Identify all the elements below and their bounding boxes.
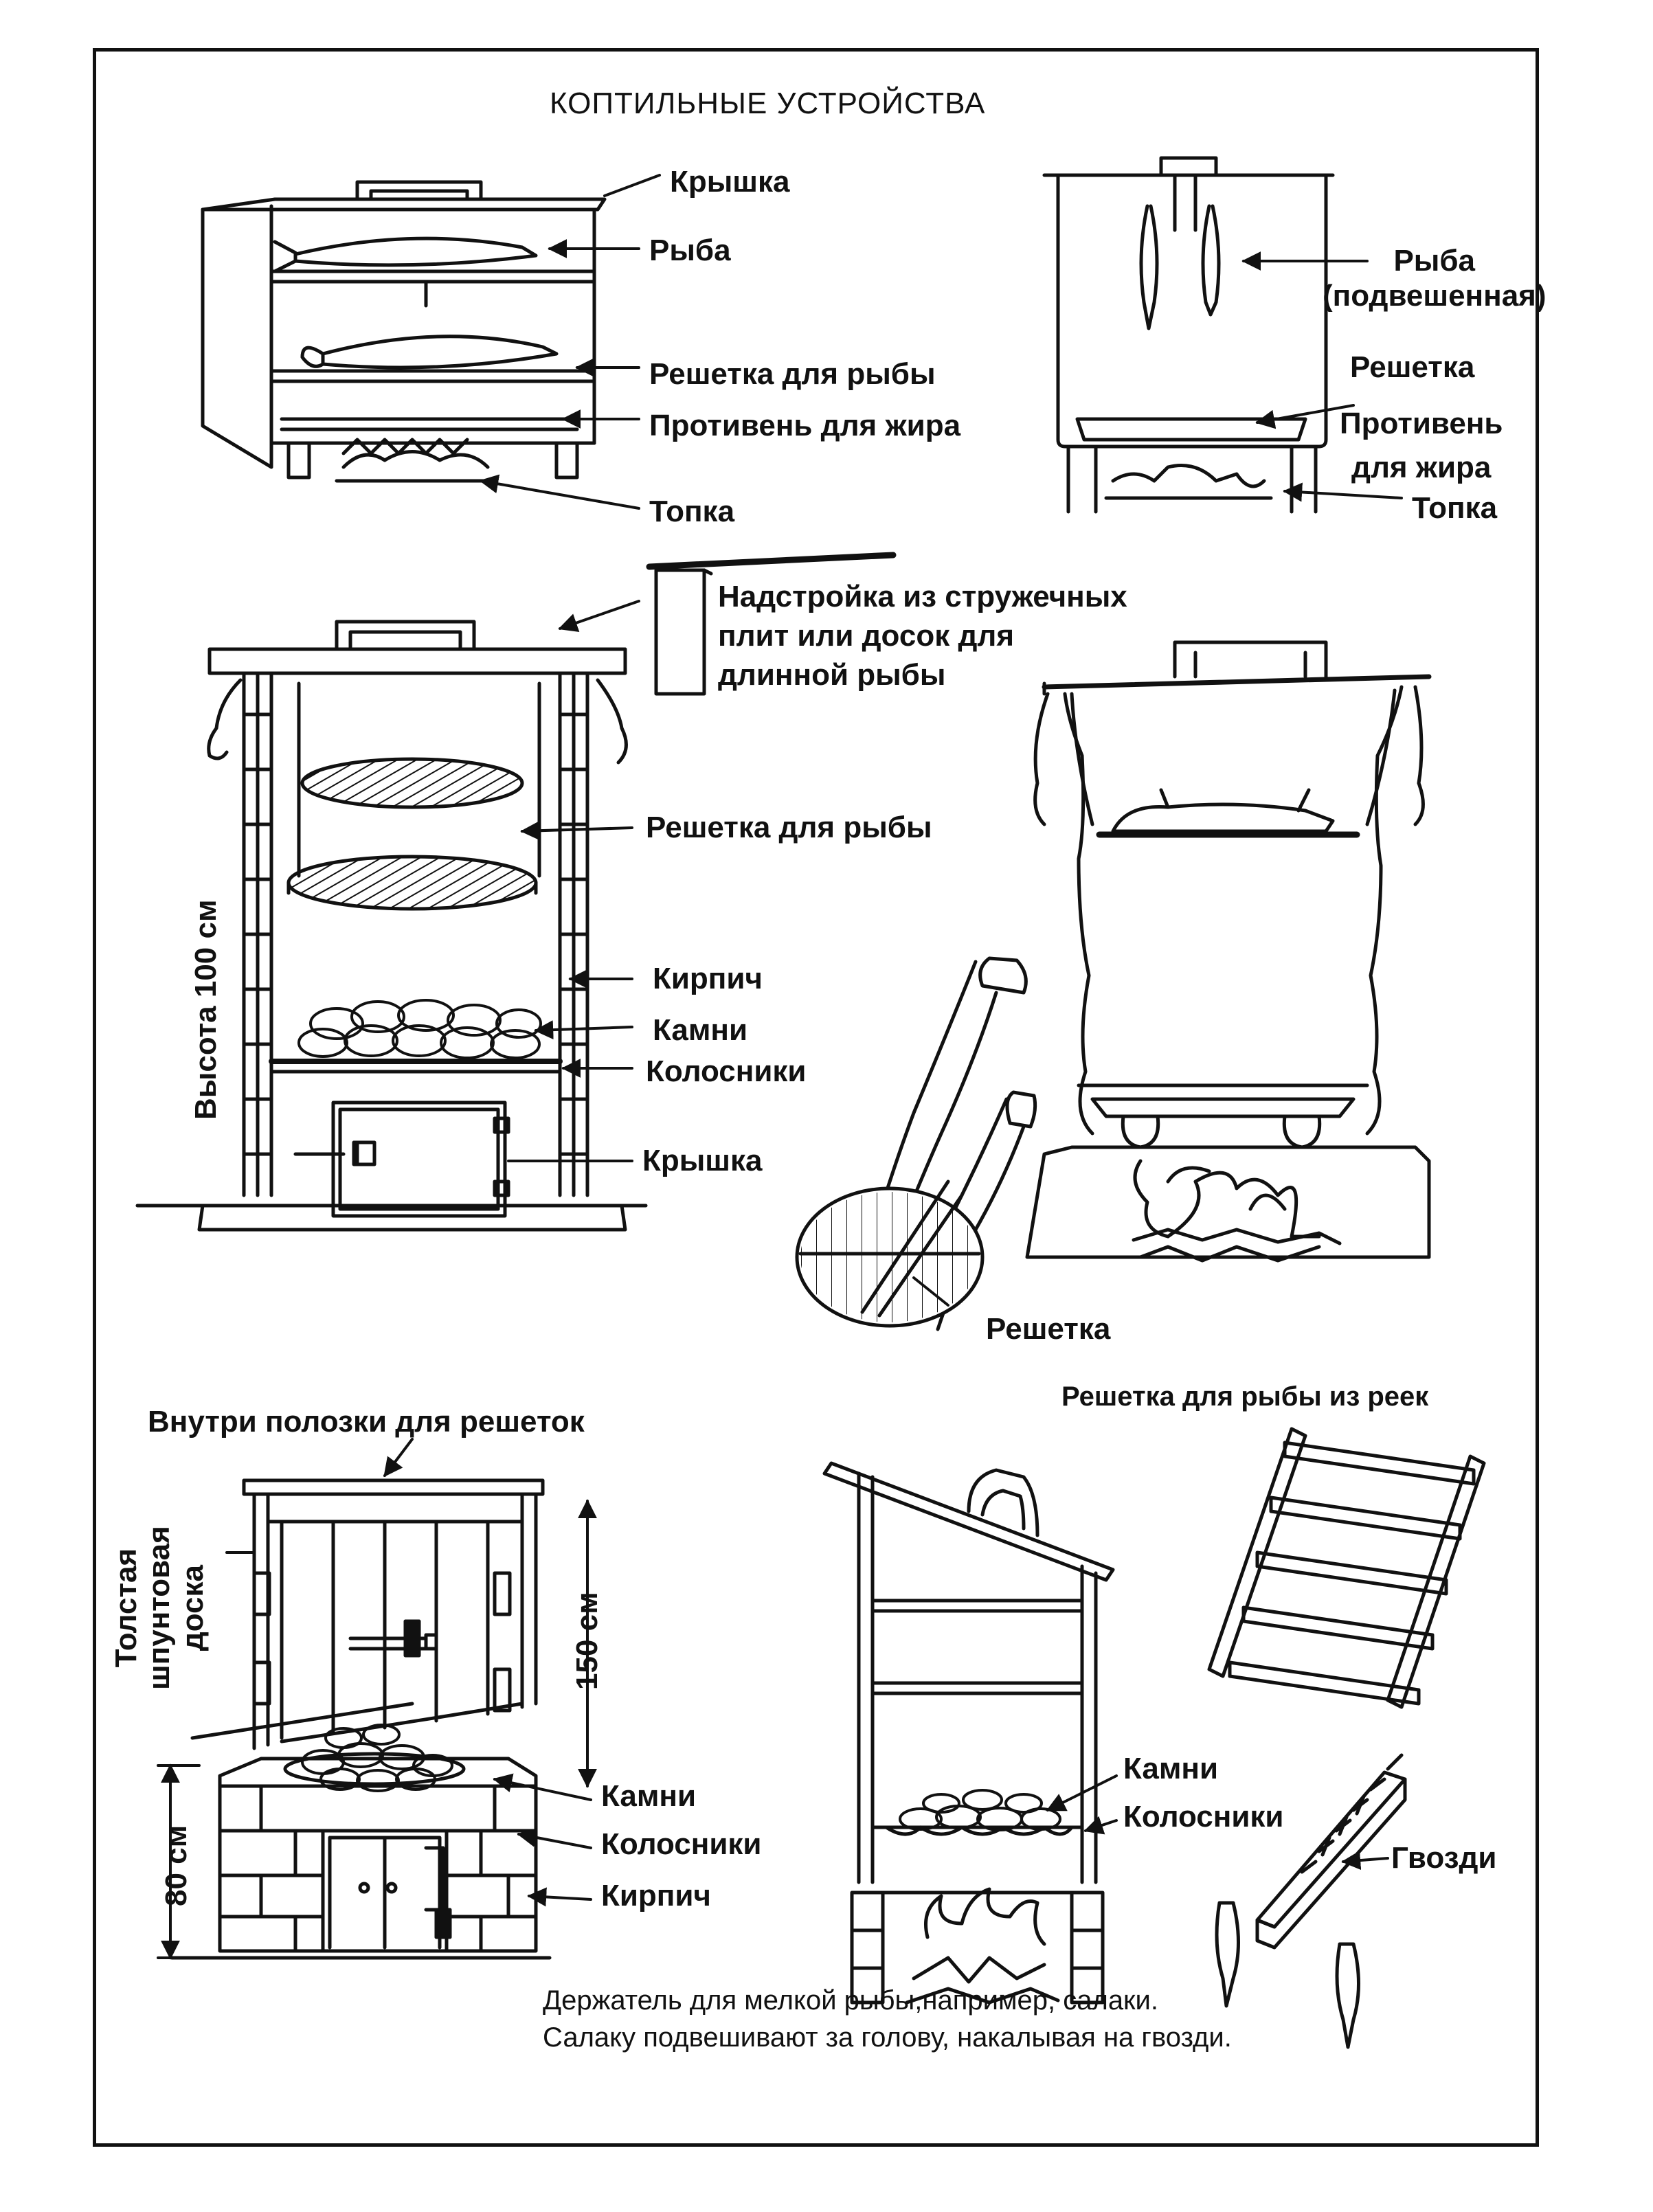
label-slat-rack: Решетка для рыбы из реек (1061, 1381, 1429, 1412)
label-stones-6: Камни (1123, 1752, 1219, 1785)
fish-holder-caption: Держатель для мелкой рыбы,например, сала… (543, 1985, 1232, 2053)
label-extension-text: Надстройка из стружечных плит или досок … (718, 580, 1127, 692)
label-nails: Гвозди (1391, 1841, 1497, 1875)
label-inside-strips: Внутри полозки для решеток (148, 1405, 585, 1438)
slat-rack-drawing (1207, 1427, 1486, 1709)
label-fish-1: Рыба (649, 234, 731, 267)
nail-fish-holder-drawing (1215, 1753, 1407, 2049)
label-lid-3: Крышка (642, 1144, 763, 1177)
label-firebox-2: Топка (1412, 491, 1498, 525)
label-height-80: 80 см (159, 1825, 193, 1906)
figure-title: КОПТИЛЬНЫЕ УСТРОЙСТВА (550, 87, 986, 120)
lean-to-smokehouse-drawing (822, 1461, 1115, 2005)
label-grease-pan-2-text: Противень для жира (1340, 407, 1503, 484)
label-height-100: Высота 100 см (189, 899, 223, 1120)
label-thick-board-text: Толстая шпунтовая доска (109, 1526, 210, 1690)
label-grate-3: Колосники (646, 1054, 807, 1088)
label-brick-3: Кирпич (653, 962, 763, 995)
label-fish-hanging-text: Рыба (подвешенная) (1323, 244, 1547, 313)
label-thick-board: Толстая шпунтовая доска (109, 1526, 210, 1690)
label-fish-rack-1: Решетка для рыбы (649, 357, 936, 391)
label-rack-4: Решетка (986, 1312, 1111, 1346)
wooden-smokehouse-drawing (157, 1478, 597, 1960)
label-fish-rack-3: Решетка для рыбы (646, 811, 932, 844)
cabinet-smoker-drawing (201, 180, 607, 483)
label-brick-5: Кирпич (601, 1879, 711, 1912)
figure-frame (93, 48, 1539, 2147)
label-fish-hanging: Рыба (подвешенная) (1323, 244, 1547, 313)
label-grease-pan-2: Противень для жира (1340, 402, 1503, 490)
bucket-smoker-drawing (1042, 156, 1335, 514)
label-firebox-1: Топка (649, 495, 735, 528)
label-grate-6: Колосники (1123, 1800, 1284, 1833)
label-extension: Надстройка из стружечных плит или досок … (718, 577, 1127, 695)
brick-smoker-drawing (135, 552, 897, 1232)
label-grate-5: Колосники (601, 1827, 762, 1861)
barrel-smoker-drawing (795, 640, 1432, 1331)
label-rack-2: Решетка (1350, 350, 1475, 384)
label-stones-5: Камни (601, 1779, 697, 1813)
label-height-150: 150 см (570, 1592, 604, 1690)
label-grease-pan-1: Противень для жира (649, 409, 961, 442)
label-stones-3: Камни (653, 1013, 748, 1047)
label-lid-1: Крышка (670, 165, 790, 199)
